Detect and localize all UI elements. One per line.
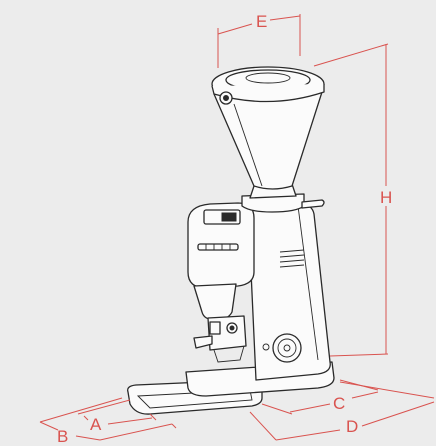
dimension-label-c: C — [333, 394, 345, 413]
dimension-c: C — [261, 379, 379, 415]
side-lever — [301, 199, 325, 209]
dimension-e: E — [217, 12, 301, 68]
grind-chute — [193, 283, 237, 321]
dimension-a: A — [77, 399, 157, 434]
display-inner — [221, 212, 237, 222]
bean-hopper — [213, 91, 323, 190]
dimension-label-e: E — [256, 12, 267, 31]
hopper-shading — [233, 103, 263, 187]
dimension-label-b: B — [57, 427, 68, 446]
control-buttons — [197, 243, 239, 251]
hopper-lid — [211, 66, 325, 103]
dimension-label-a: A — [90, 415, 102, 434]
dimension-d: D — [249, 381, 435, 441]
dimension-label-h: H — [380, 188, 392, 207]
hopper-lock-icon — [219, 91, 233, 105]
vent-slots — [279, 249, 305, 268]
grinder-drawing — [127, 66, 335, 415]
dimension-label-d: D — [346, 417, 358, 436]
body-edge — [297, 205, 319, 361]
dimension-lines: E H C D — [39, 12, 435, 446]
portafilter-fork — [193, 315, 247, 363]
grind-adjustment-knob — [262, 333, 302, 363]
dimension-b: B — [39, 397, 177, 446]
dimension-h: H — [313, 43, 392, 357]
